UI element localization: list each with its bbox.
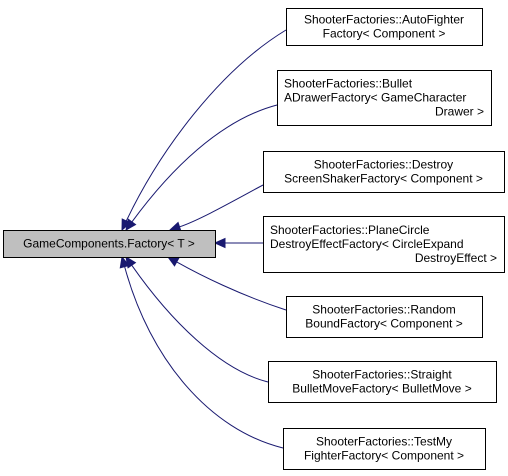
inheritance-arrowhead-2	[125, 218, 137, 231]
derived-class-node-3-label-line-2: ScreenShakerFactory< Component >	[284, 172, 483, 186]
inheritance-arrowhead-7	[119, 255, 130, 269]
derived-class-node-4-label-line-2: DestroyEffectFactory< CircleExpand	[270, 237, 464, 251]
derived-class-node-6-label-line-2: BulletMoveFactory< BulletMove >	[292, 382, 471, 396]
derived-class-node-3-label-line-1: ShooterFactories::Destroy	[314, 158, 453, 172]
derived-class-node-4[interactable]: ShooterFactories::PlaneCircleDestroyEffe…	[263, 216, 505, 273]
derived-class-node-2-box	[277, 70, 492, 126]
inheritance-arrowhead-5	[166, 256, 180, 267]
derived-class-node-6-label-line-1: ShooterFactories::Straight	[312, 368, 452, 382]
derived-class-node-3-box	[263, 151, 505, 193]
derived-class-node-5-label-line-1: ShooterFactories::Random	[312, 303, 455, 317]
inheritance-arrowhead-4	[213, 237, 226, 249]
derived-class-node-2-label-line-3: Drawer >	[435, 105, 484, 119]
inheritance-edge-3	[179, 184, 264, 228]
derived-class-node-2-label-line-2: ADrawerFactory< GameCharacter	[284, 91, 466, 105]
derived-class-node-5-box	[286, 296, 483, 338]
inheritance-edge-6	[131, 264, 269, 383]
derived-class-node-4-label-line-1: ShooterFactories::PlaneCircle	[270, 223, 430, 237]
derived-class-node-6-box	[268, 361, 497, 403]
derived-class-node-7-box	[283, 428, 486, 470]
base-class-node[interactable]: GameComponents.Factory< T >	[3, 230, 216, 258]
derived-class-node-2[interactable]: ShooterFactories::BulletADrawerFactory< …	[277, 70, 492, 126]
derived-class-node-4-box	[263, 216, 505, 273]
inheritance-arrowhead-1	[121, 218, 132, 232]
base-class-node-box	[3, 230, 216, 258]
base-class-node-label-line-1: GameComponents.Factory< T >	[23, 237, 195, 251]
inheritance-edge-5	[176, 261, 287, 311]
inheritance-edges	[119, 29, 287, 449]
derived-class-node-7-label-line-1: ShooterFactories::TestMy	[316, 435, 452, 449]
inheritance-edge-2	[131, 104, 278, 223]
derived-class-node-3[interactable]: ShooterFactories::DestroyScreenShakerFac…	[263, 151, 505, 193]
derived-class-node-1-label-line-2: Factory< Component >	[323, 27, 446, 41]
inheritance-edge-7	[124, 266, 284, 449]
derived-class-node-7[interactable]: ShooterFactories::TestMyFighterFactory< …	[283, 428, 486, 470]
derived-class-node-7-label-line-2: FighterFactory< Component >	[304, 449, 464, 463]
class-nodes: GameComponents.Factory< T > ShooterFactor…	[3, 8, 505, 470]
derived-class-node-1-label-line-1: ShooterFactories::AutoFighter	[304, 13, 464, 27]
inheritance-edge-1	[125, 29, 287, 222]
derived-class-node-4-label-line-3: DestroyEffect >	[415, 251, 497, 265]
derived-class-node-6[interactable]: ShooterFactories::StraightBulletMoveFact…	[268, 361, 497, 403]
derived-class-node-5-label-line-2: BoundFactory< Component >	[305, 317, 462, 331]
derived-class-node-1-box	[286, 8, 483, 46]
derived-class-node-2-label-line-1: ShooterFactories::Bullet	[284, 77, 413, 91]
inheritance-arrowhead-3	[168, 221, 182, 232]
